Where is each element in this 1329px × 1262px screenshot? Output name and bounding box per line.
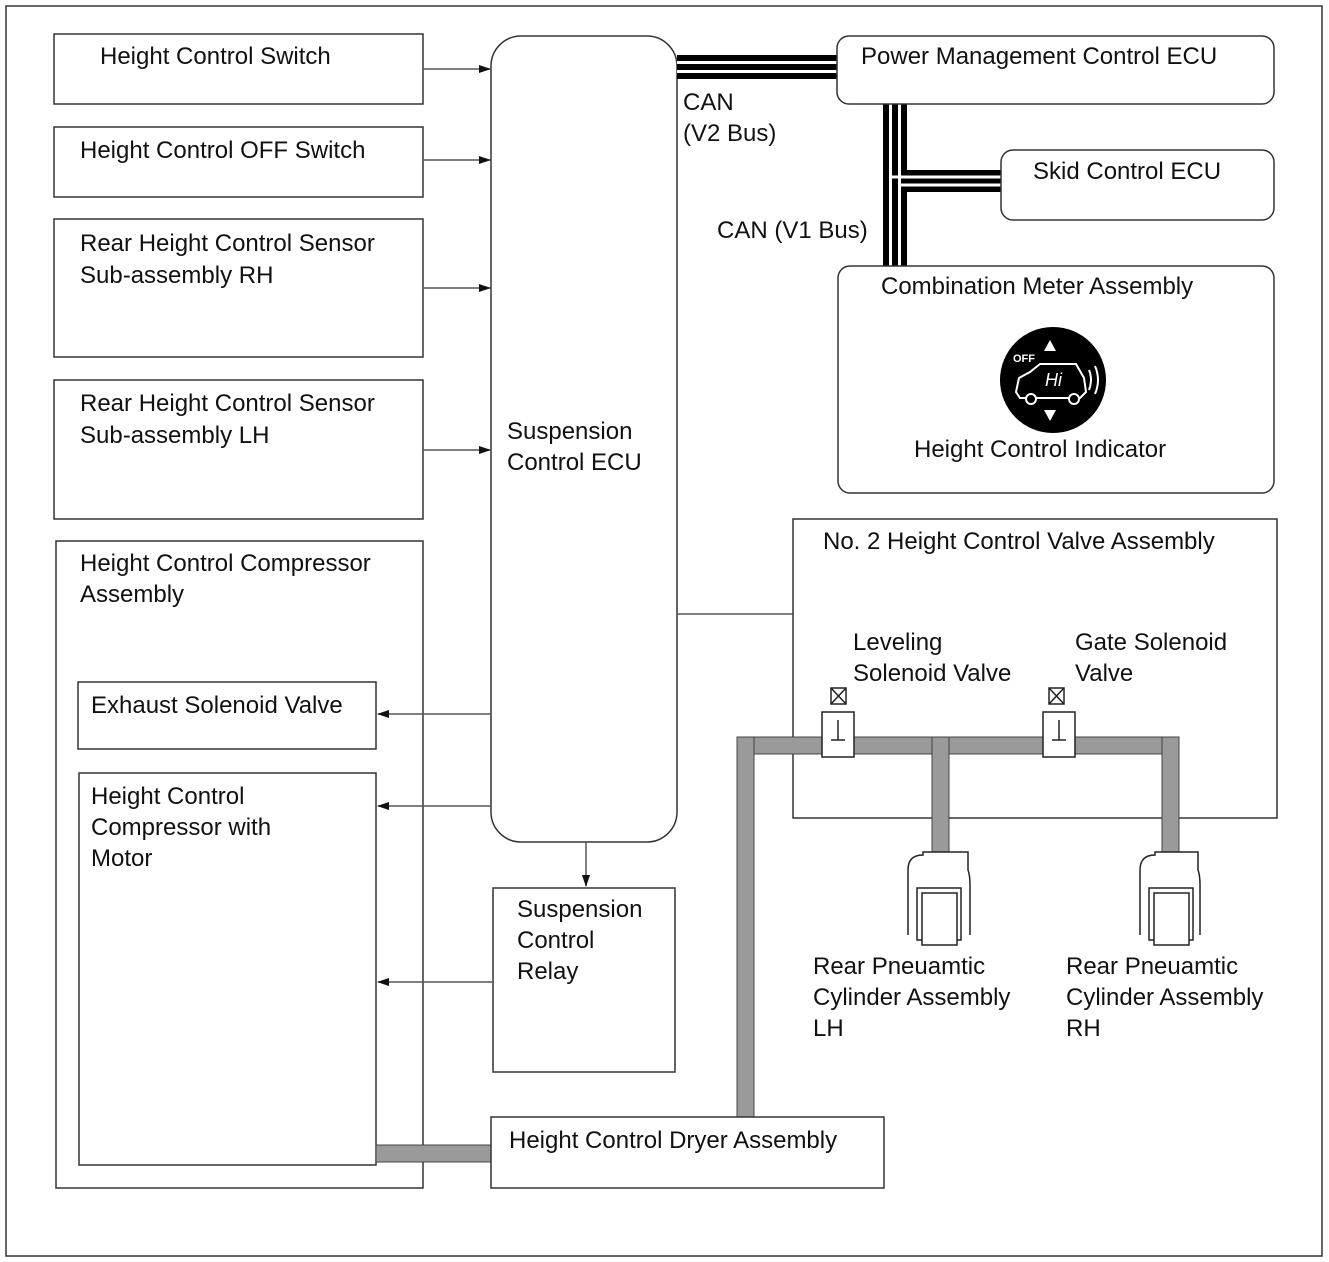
cylinder-rh-symbol bbox=[1139, 851, 1201, 946]
height-control-indicator-label: Height Control Indicator bbox=[914, 436, 1166, 463]
can-v2-label-line1: CAN bbox=[683, 89, 734, 116]
exhaust-solenoid-valve-box: Exhaust Solenoid Valve bbox=[77, 681, 377, 750]
suspension-ecu-label-line2: Control ECU bbox=[507, 449, 642, 476]
rear-sensor-lh-label-line2: Sub-assembly LH bbox=[80, 422, 269, 449]
suspension-ecu-box: Suspension Control ECU bbox=[490, 35, 678, 843]
suspension-ecu-label-line1: Suspension bbox=[507, 418, 632, 445]
leveling-solenoid-valve-symbol bbox=[821, 687, 855, 758]
can-v2-bus bbox=[677, 55, 837, 79]
cylinder-lh-label-line1: Rear Pneuamtic bbox=[813, 953, 985, 980]
gate-valve-label-line1: Gate Solenoid bbox=[1075, 629, 1227, 656]
compressor-with-motor-box: Height Control Compressor with Motor bbox=[78, 772, 377, 1166]
suspension-relay-label-line2: Control bbox=[517, 927, 594, 954]
height-control-off-switch-label: Height Control OFF Switch bbox=[80, 137, 365, 164]
height-control-switch-box: Height Control Switch bbox=[53, 33, 424, 105]
cylinder-lh-symbol bbox=[907, 851, 971, 946]
power-management-ecu-label: Power Management Control ECU bbox=[861, 43, 1217, 70]
cylinder-rh-label-line1: Rear Pneuamtic bbox=[1066, 953, 1238, 980]
rear-sensor-rh-label-line2: Sub-assembly RH bbox=[80, 262, 273, 289]
dryer-assembly-box: Height Control Dryer Assembly bbox=[490, 1116, 885, 1189]
compressor-with-motor-label-line3: Motor bbox=[91, 845, 152, 872]
can-v1-bus bbox=[883, 104, 1001, 266]
compressor-assembly-label-line1: Height Control Compressor bbox=[80, 550, 371, 577]
cylinder-lh-label-line2: Cylinder Assembly bbox=[813, 984, 1010, 1011]
rear-sensor-rh-box: Rear Height Control Sensor Sub-assembly … bbox=[53, 218, 424, 358]
gate-solenoid-valve-symbol bbox=[1042, 687, 1076, 758]
suspension-relay-label-line3: Relay bbox=[517, 958, 578, 985]
height-control-indicator-icon: OFF Hi bbox=[1000, 327, 1106, 433]
compressor-with-motor-label-line2: Compressor with bbox=[91, 814, 271, 841]
power-management-ecu-box: Power Management Control ECU bbox=[836, 35, 1275, 105]
exhaust-solenoid-valve-label: Exhaust Solenoid Valve bbox=[91, 692, 343, 719]
leveling-valve-label-line1: Leveling bbox=[853, 629, 942, 656]
valve-assembly-box: No. 2 Height Control Valve Assembly bbox=[792, 518, 1278, 819]
compressor-assembly-label-line2: Assembly bbox=[80, 581, 184, 608]
skid-control-ecu-label: Skid Control ECU bbox=[1033, 158, 1221, 185]
cylinder-lh-label-line3: LH bbox=[813, 1015, 844, 1042]
rear-sensor-lh-box: Rear Height Control Sensor Sub-assembly … bbox=[53, 379, 424, 520]
cylinder-rh-label-line2: Cylinder Assembly bbox=[1066, 984, 1263, 1011]
height-control-off-switch-box: Height Control OFF Switch bbox=[53, 126, 424, 198]
combination-meter-label: Combination Meter Assembly bbox=[881, 273, 1193, 300]
can-v2-label-line2: (V2 Bus) bbox=[683, 120, 776, 147]
indicator-off-text: OFF bbox=[1013, 353, 1035, 365]
diagram-frame bbox=[5, 5, 1323, 1257]
rear-sensor-lh-label-line1: Rear Height Control Sensor bbox=[80, 390, 375, 417]
suspension-relay-box: Suspension Control Relay bbox=[492, 887, 676, 1073]
leveling-valve-label-line2: Solenoid Valve bbox=[853, 660, 1011, 687]
valve-assembly-label: No. 2 Height Control Valve Assembly bbox=[823, 528, 1215, 555]
can-v1-label: CAN (V1 Bus) bbox=[717, 217, 868, 244]
cylinder-rh-label-line3: RH bbox=[1066, 1015, 1101, 1042]
indicator-hi-text: Hi bbox=[1045, 370, 1063, 390]
height-control-switch-label: Height Control Switch bbox=[100, 43, 331, 70]
rear-sensor-rh-label-line1: Rear Height Control Sensor bbox=[80, 230, 375, 257]
gate-valve-label-line2: Valve bbox=[1075, 660, 1133, 687]
dryer-assembly-label: Height Control Dryer Assembly bbox=[509, 1127, 837, 1154]
compressor-with-motor-label-line1: Height Control bbox=[91, 783, 244, 810]
combination-meter-box: Combination Meter Assembly OFF Hi Height… bbox=[837, 265, 1275, 494]
skid-control-ecu-box: Skid Control ECU bbox=[1000, 149, 1275, 221]
suspension-relay-label-line1: Suspension bbox=[517, 896, 642, 923]
